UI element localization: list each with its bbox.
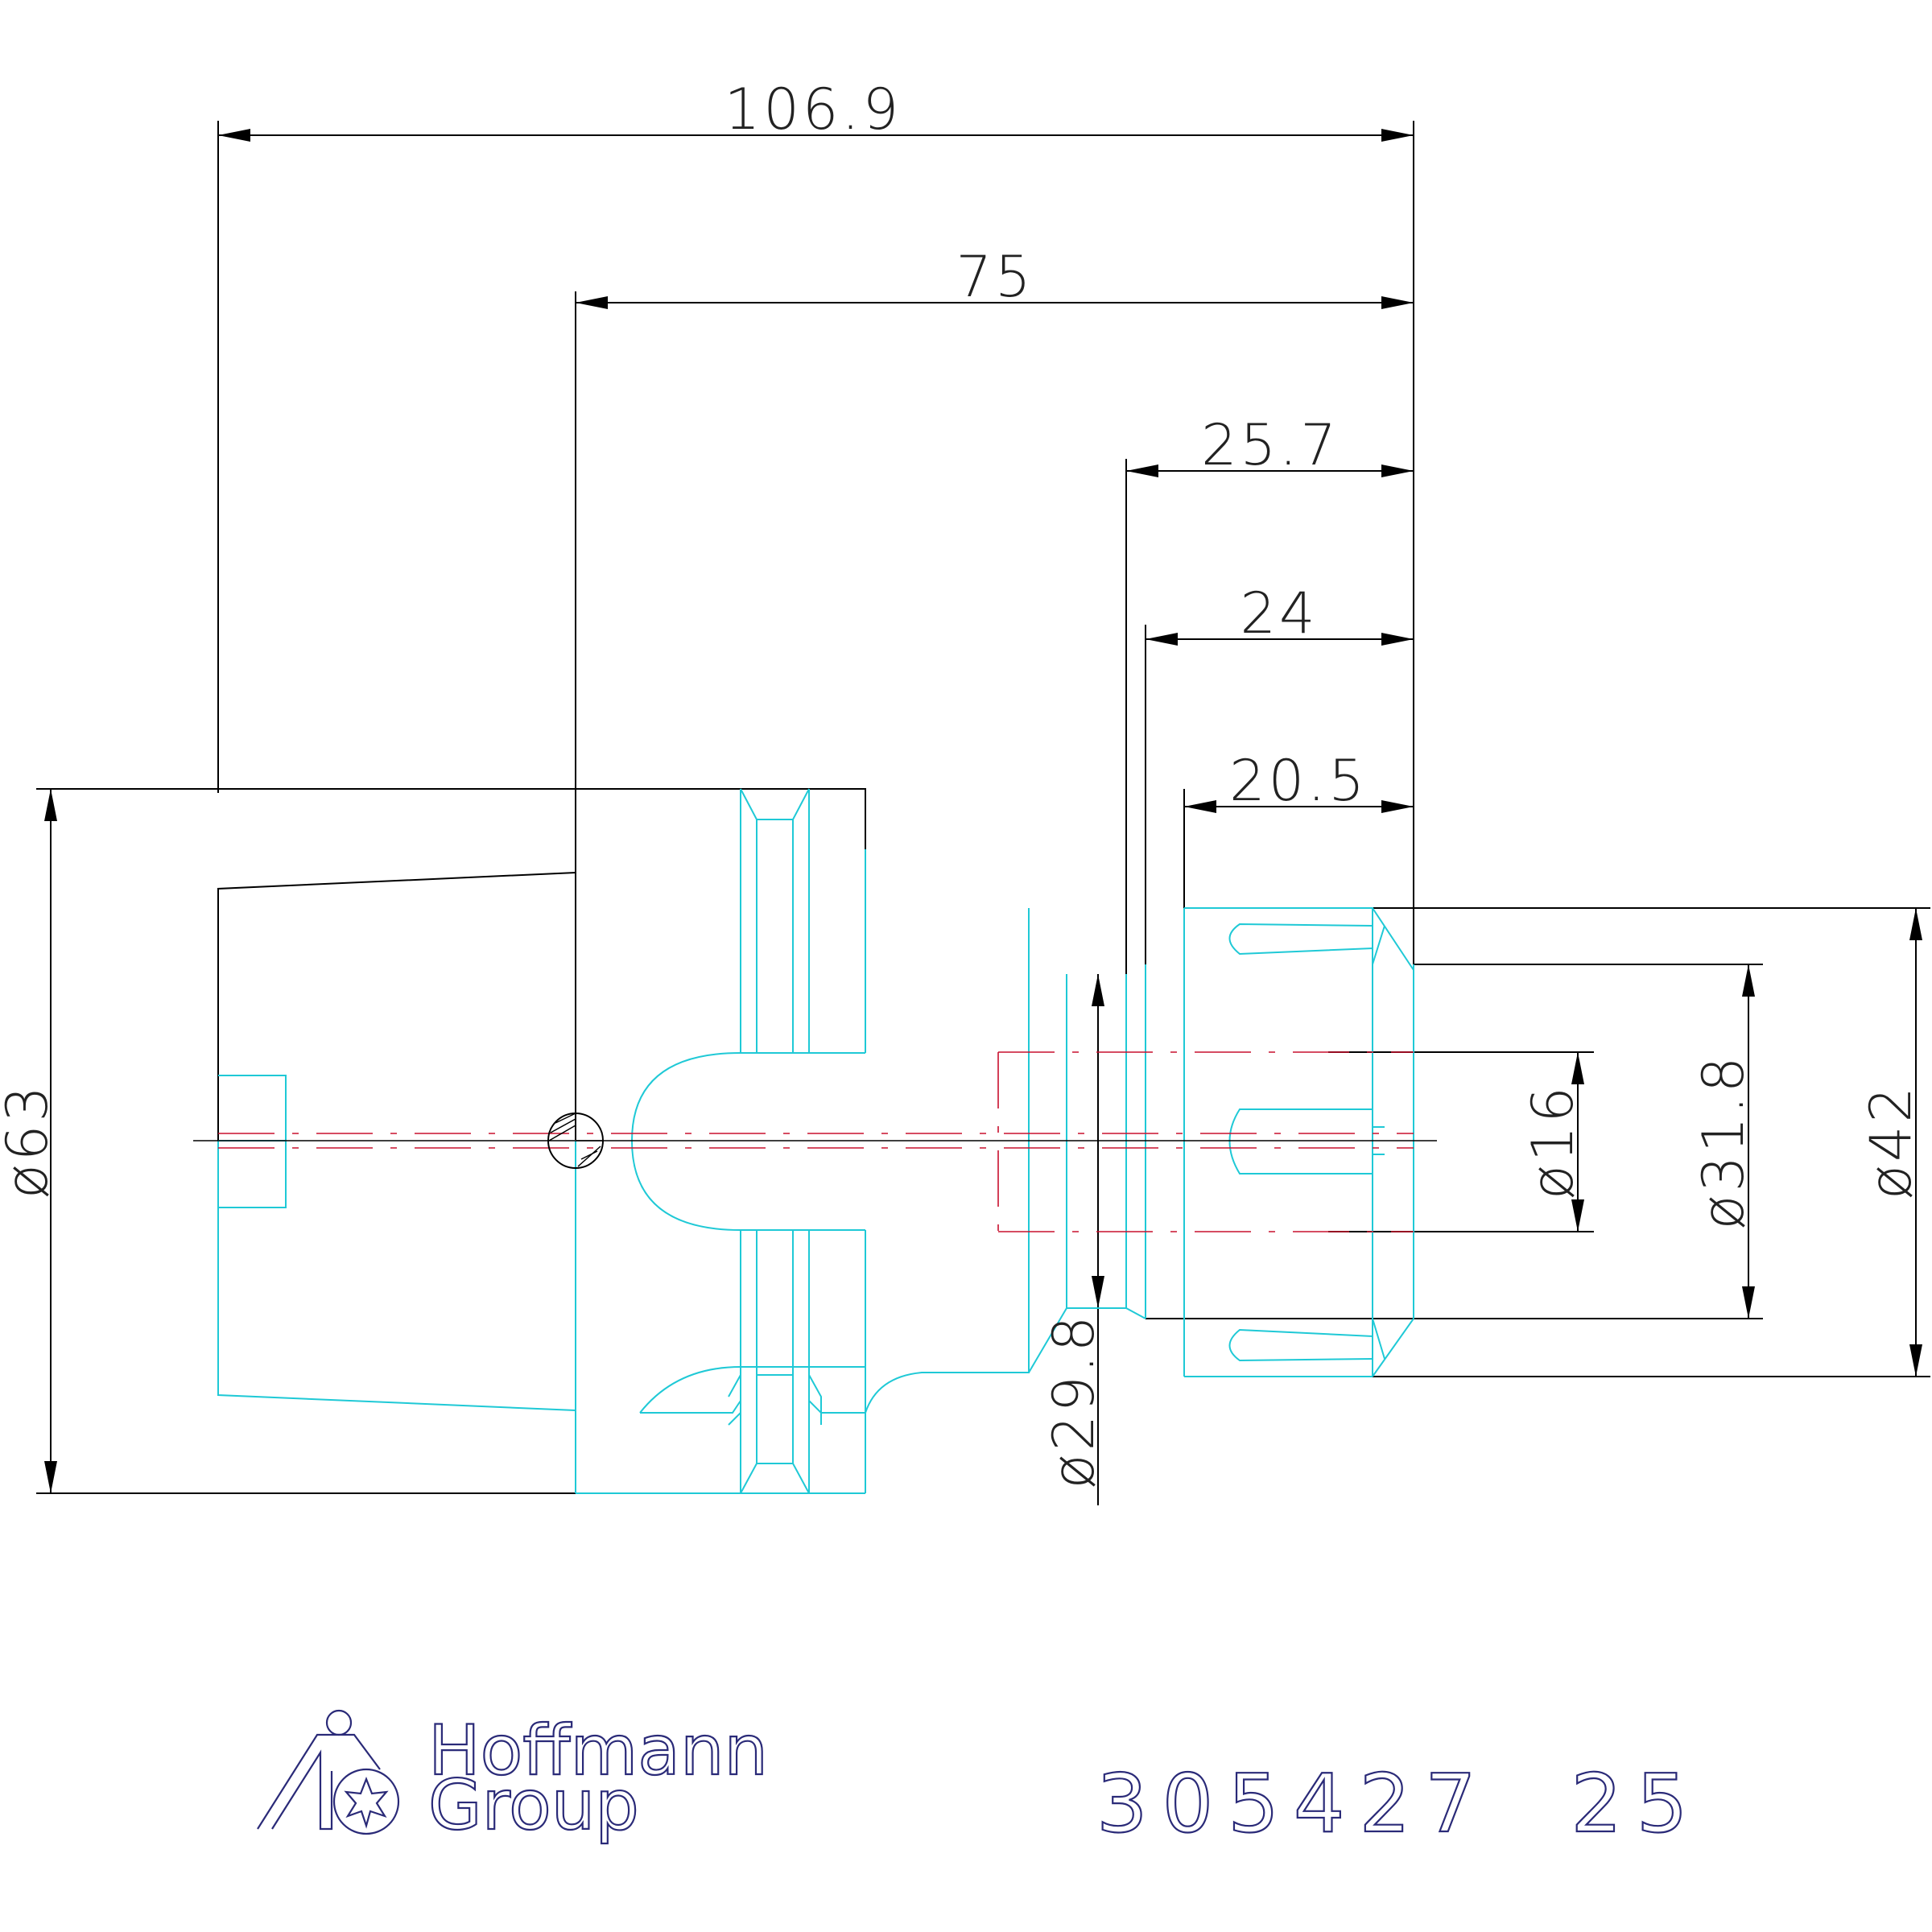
arrow-right-icon: [1381, 129, 1414, 142]
dim-text-75: 75: [956, 244, 1034, 310]
dim-text-dia63: ø63: [0, 1083, 60, 1199]
dim-text-dia31-8: ø31.8: [1690, 1054, 1757, 1230]
logo-text-group: Group: [428, 1765, 639, 1846]
part-outline: [217, 788, 1414, 1494]
dim-text-24: 24: [1240, 580, 1318, 646]
dim-text-25-7: 25.7: [1201, 412, 1340, 478]
arrow-left-icon: [218, 129, 250, 142]
hoffmann-group-logo: Hoffmann Group: [257, 1709, 769, 1847]
logo-text-hoffmann: Hoffmann: [428, 1711, 768, 1791]
part-number: 305427 25: [1096, 1757, 1703, 1851]
gauge-point-icon: [547, 1113, 604, 1169]
dim-text-dia16: ø16: [1520, 1084, 1586, 1199]
dim-text-dia29-8: ø29.8: [1041, 1313, 1107, 1489]
logo-mark-icon: [257, 1709, 400, 1835]
dimension-lines: [36, 121, 1930, 1505]
hidden-lines: [193, 1051, 1437, 1232]
dim-text-106-9: 106.9: [724, 76, 902, 142]
dim-text-dia42: ø42: [1858, 1084, 1924, 1199]
dim-text-20-5: 20.5: [1229, 748, 1368, 814]
